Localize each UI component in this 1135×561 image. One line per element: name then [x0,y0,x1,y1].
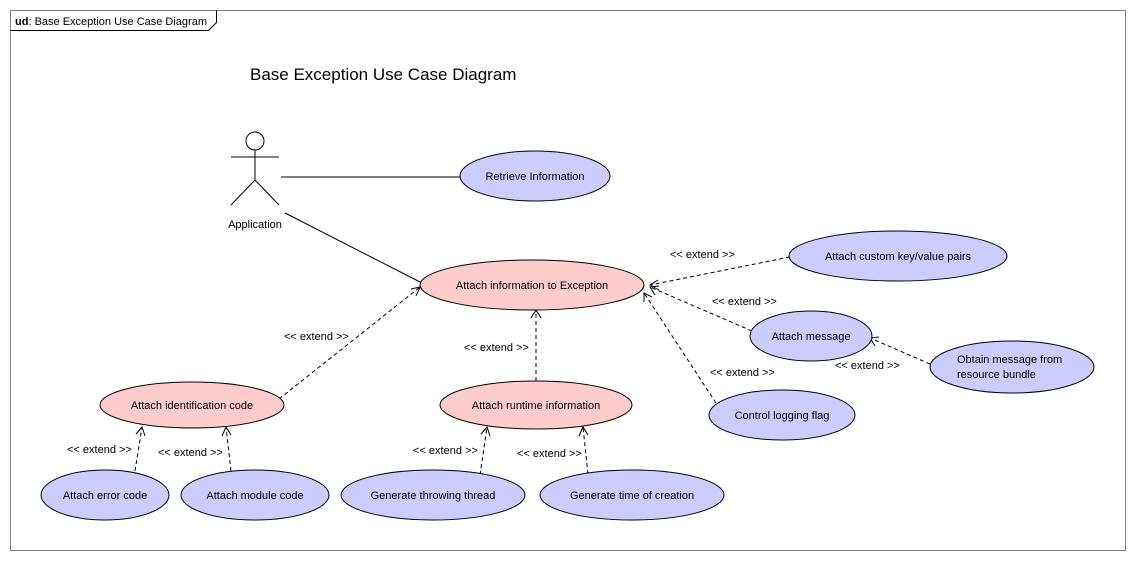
svg-text:<< extend >>: << extend >> [464,342,529,354]
usecase-attach-error-code[interactable]: Attach error code [40,469,170,521]
frame-label: ud: Base Exception Use Case Diagram [15,16,207,28]
usecase-attach-message[interactable]: Attach message [749,310,873,362]
svg-text:Attach message: Attach message [772,331,851,343]
usecase-generate-time[interactable]: Generate time of creation [539,469,725,521]
svg-text:Generate throwing thread: Generate throwing thread [371,490,496,502]
actor-application[interactable]: Application [228,131,282,231]
svg-text:<< extend >>: << extend >> [710,367,775,379]
svg-text:Attach identification code: Attach identification code [131,400,253,412]
usecase-generate-thread[interactable]: Generate throwing thread [340,469,526,521]
extend-custom-pairs: << extend >> [649,249,791,291]
usecase-control-logging[interactable]: Control logging flag [708,389,856,441]
svg-text:<< extend >>: << extend >> [413,445,478,457]
svg-text:Attach error code: Attach error code [63,490,147,502]
svg-text:<< extend >>: << extend >> [158,447,223,459]
svg-text:Attach runtime information: Attach runtime information [472,400,600,412]
usecase-attach-custom-pairs[interactable]: Attach custom key/value pairs [788,230,1008,282]
diagram-title: Base Exception Use Case Diagram [250,65,516,84]
usecase-retrieve-information[interactable]: Retrieve Information [459,150,611,202]
usecase-attach-module-code[interactable]: Attach module code [180,469,330,521]
extend-logging-flag: << extend >> [643,292,775,404]
svg-text:<< extend >>: << extend >> [517,448,582,460]
usecase-obtain-message[interactable]: Obtain message from resource bundle [929,340,1095,394]
frame-tab [10,10,217,31]
svg-text:Control logging flag: Control logging flag [735,410,830,422]
svg-text:<< extend >>: << extend >> [67,444,132,456]
extend-identification: << extend >> [278,286,421,400]
svg-text:<< extend >>: << extend >> [835,360,900,372]
extend-module-code: << extend >> [158,425,232,472]
svg-text:Retrieve Information: Retrieve Information [485,171,584,183]
svg-text:<< extend >>: << extend >> [284,331,349,343]
assoc-attach-info [284,212,425,285]
extend-throwing-thread: << extend >> [413,426,491,476]
extend-time-creation: << extend >> [517,425,589,475]
actor-head [245,131,265,151]
svg-text:Obtain message from: Obtain message from [957,354,1062,366]
svg-text:<< extend >>: << extend >> [670,249,735,261]
extend-attach-message: << extend >> [649,285,777,332]
svg-text:resource bundle: resource bundle [957,369,1036,381]
svg-text:Attach custom key/value pairs: Attach custom key/value pairs [825,251,972,263]
usecase-attach-information[interactable]: Attach information to Exception [419,259,645,311]
svg-text:Attach information to Exceptio: Attach information to Exception [456,280,608,292]
usecase-attach-identification[interactable]: Attach identification code [99,381,285,429]
actor-label: Application [228,219,282,231]
svg-text:<< extend >>: << extend >> [712,296,777,308]
extend-error-code: << extend >> [67,426,146,472]
svg-text:Attach module code: Attach module code [206,490,303,502]
usecase-attach-runtime[interactable]: Attach runtime information [439,380,633,430]
svg-text:Generate time of creation: Generate time of creation [570,490,694,502]
